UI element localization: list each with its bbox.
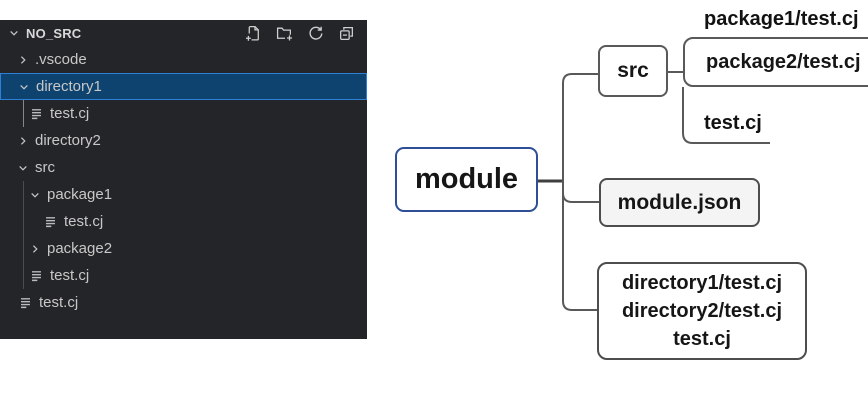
tree-item-package1[interactable]: package1: [0, 181, 367, 208]
root-file-line: test.cj: [673, 328, 731, 350]
chevron-right-icon: [16, 134, 30, 148]
diagram-node-module: module: [395, 147, 538, 212]
indent-guide: [23, 181, 24, 289]
root-file-line: directory1/test.cj: [621, 272, 783, 294]
tree-item-label: test.cj: [50, 105, 90, 122]
diagram-node-package2: package2/test.cj: [683, 37, 868, 87]
src-testcj-label: test.cj: [704, 112, 762, 134]
tree-item-label: src: [35, 159, 55, 176]
tree-item-directory1[interactable]: directory1: [0, 73, 367, 100]
chevron-down-icon: [17, 80, 31, 94]
file-icon: [30, 107, 43, 120]
tree-item-label: package1: [47, 186, 113, 203]
explorer-header[interactable]: NO_SRC: [0, 20, 367, 46]
tree-item-label: test.cj: [64, 213, 104, 230]
refresh-icon[interactable]: [306, 24, 324, 42]
new-file-icon[interactable]: [244, 24, 262, 42]
diagram-node-src: src: [598, 45, 668, 97]
tree-item-.vscode[interactable]: .vscode: [0, 46, 367, 73]
tree-item-label: package2: [47, 240, 113, 257]
chevron-right-icon: [16, 53, 30, 67]
tree-item-label: test.cj: [39, 294, 79, 311]
file-icon: [44, 215, 57, 228]
file-icon: [19, 296, 32, 309]
tree-item-label: .vscode: [35, 51, 87, 68]
new-folder-icon[interactable]: [275, 24, 293, 42]
tree-item-directory2[interactable]: directory2: [0, 127, 367, 154]
diagram-node-root-files: directory1/test.cj directory2/test.cj te…: [597, 262, 807, 360]
module-label: module: [414, 163, 519, 195]
tree-item-label: directory2: [35, 132, 101, 149]
src-label: src: [617, 59, 649, 82]
diagram-node-module-json: module.json: [599, 178, 760, 227]
tree-item-test.cj[interactable]: test.cj: [0, 100, 367, 127]
explorer-panel: NO_SRC: [0, 20, 367, 339]
tree-item-label: directory1: [36, 78, 102, 95]
tree-item-label: test.cj: [50, 267, 90, 284]
workspace-title: NO_SRC: [26, 25, 82, 41]
chevron-right-icon: [28, 242, 42, 256]
file-icon: [30, 269, 43, 282]
chevron-down-icon: [16, 161, 30, 175]
chevron-down-icon: [7, 26, 21, 40]
indent-guide: [23, 100, 24, 127]
package2-label: package2/test.cj: [706, 50, 861, 73]
explorer-tree: .vscode directory1 test.cj directory2 src pac…: [0, 46, 367, 316]
tree-item-test.cj[interactable]: test.cj: [0, 208, 367, 235]
tree-item-test.cj[interactable]: test.cj: [0, 262, 367, 289]
module-json-label: module.json: [617, 190, 742, 214]
chevron-down-icon: [28, 188, 42, 202]
collapse-all-icon[interactable]: [337, 24, 355, 42]
tree-item-src[interactable]: src: [0, 154, 367, 181]
explorer-toolbar: [244, 24, 355, 42]
root-file-line: directory2/test.cj: [621, 300, 783, 322]
tree-item-package2[interactable]: package2: [0, 235, 367, 262]
package1-label: package1/test.cj: [704, 8, 859, 30]
tree-item-test.cj[interactable]: test.cj: [0, 289, 367, 316]
